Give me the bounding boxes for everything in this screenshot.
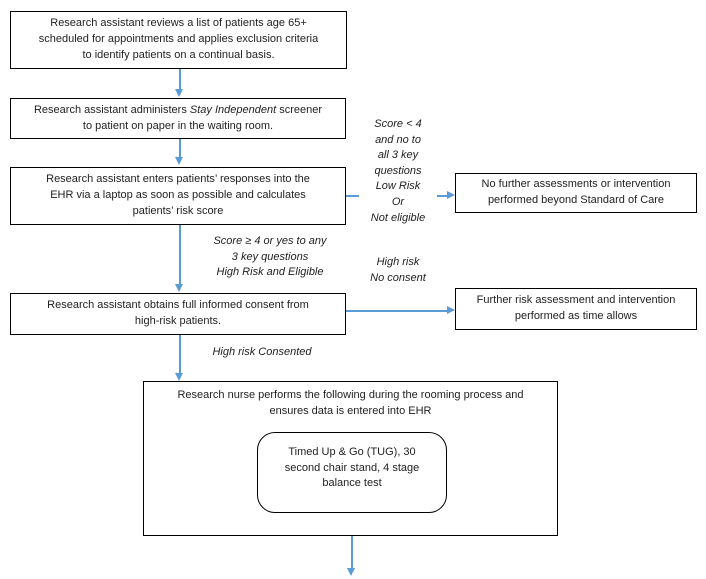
text-line: patients’ risk score (132, 204, 224, 217)
arrow-consent-to-further-head (447, 306, 455, 314)
text-line: ensures data is entered into EHR (269, 404, 432, 417)
text-line: performed beyond Standard of Care (487, 194, 665, 206)
arrow-review-to-screener-line (179, 69, 181, 89)
text-line: EHR via a laptop as soon as possible and… (50, 189, 306, 202)
arrow-ehr-to-no-further-line (437, 195, 448, 197)
text-line: Further risk assessment and intervention (476, 294, 676, 307)
label-high-risk-eligible: Score ≥ 4 or yes to any 3 key questions … (185, 234, 355, 281)
label-line: all 3 key (377, 149, 419, 162)
label-line: High risk (376, 256, 420, 268)
label-line: 3 key questions (231, 250, 309, 263)
label-line: questions (374, 164, 422, 177)
text-line: to identify patients on a continual basi… (82, 48, 275, 61)
text-line: Research assistant reviews a list of pat… (50, 17, 307, 30)
arrow-review-to-screener-head (175, 89, 183, 97)
label-line: High Risk and Eligible (216, 266, 324, 279)
box-obtain-consent: Research assistant obtains full informed… (10, 293, 346, 335)
label-high-risk-consented: High risk Consented (192, 345, 332, 361)
arrow-consent-to-nurse-head (175, 373, 183, 381)
label-line: Or (391, 195, 405, 208)
arrow-nurse-down-head (347, 568, 355, 576)
text-line: second chair stand, 4 stage (284, 461, 420, 474)
arrow-screener-to-ehr-head (175, 157, 183, 165)
text-segment: Research assistant administers (33, 103, 190, 116)
text-segment-italic: Stay Independent (189, 103, 277, 116)
label-high-risk-no-consent: High risk No consent (348, 255, 448, 286)
label-line: and no to (375, 133, 421, 146)
text-line: Research assistant enters patients’ resp… (46, 173, 310, 186)
text-line: Research nurse performs the following du… (177, 389, 524, 401)
arrow-nurse-down-line (351, 536, 353, 568)
label-line: No consent (370, 271, 426, 284)
text-line: performed as time allows (514, 310, 638, 322)
label-low-risk: Score < 4 and no to all 3 key questions … (338, 117, 458, 226)
arrow-consent-to-nurse-line (179, 335, 181, 373)
label-line: Score ≥ 4 or yes to any (213, 235, 327, 247)
label-line: High risk Consented (212, 346, 312, 358)
text-line: No further assessments or intervention (481, 178, 671, 191)
box-review-patients: Research assistant reviews a list of pat… (10, 11, 347, 69)
arrow-ehr-to-consent-head (175, 284, 183, 292)
text-line: scheduled for appointments and applies e… (38, 33, 319, 46)
text-line: to patient on paper in the waiting room. (82, 119, 274, 132)
box-further-risk-assessment: Further risk assessment and intervention… (455, 288, 697, 330)
label-line: Low Risk (375, 180, 421, 193)
text-line: Research assistant administers Stay Inde… (17, 103, 339, 119)
text-line: high-risk patients. (134, 315, 222, 327)
text-line: Research assistant obtains full informed… (47, 299, 309, 312)
label-line: Not eligible (370, 211, 426, 224)
text-line: Timed Up & Go (TUG), 30 (288, 445, 416, 458)
text-segment: screener (276, 103, 322, 116)
arrow-consent-to-further-line (346, 310, 448, 312)
text-line: balance test (322, 477, 382, 490)
arrow-ehr-to-no-further-head (447, 191, 455, 199)
arrow-screener-to-ehr-line (179, 139, 181, 158)
arrow-ehr-to-consent-line (179, 225, 181, 284)
box-functional-tests: Timed Up & Go (TUG), 30 second chair sta… (257, 432, 447, 513)
box-no-further-assessment: No further assessments or intervention p… (455, 173, 697, 213)
label-line: Score < 4 (374, 118, 422, 130)
arrow-ehr-to-no-further-dash (346, 195, 359, 197)
box-administer-screener: Research assistant administers Stay Inde… (10, 98, 346, 139)
box-enter-responses: Research assistant enters patients’ resp… (10, 167, 346, 225)
